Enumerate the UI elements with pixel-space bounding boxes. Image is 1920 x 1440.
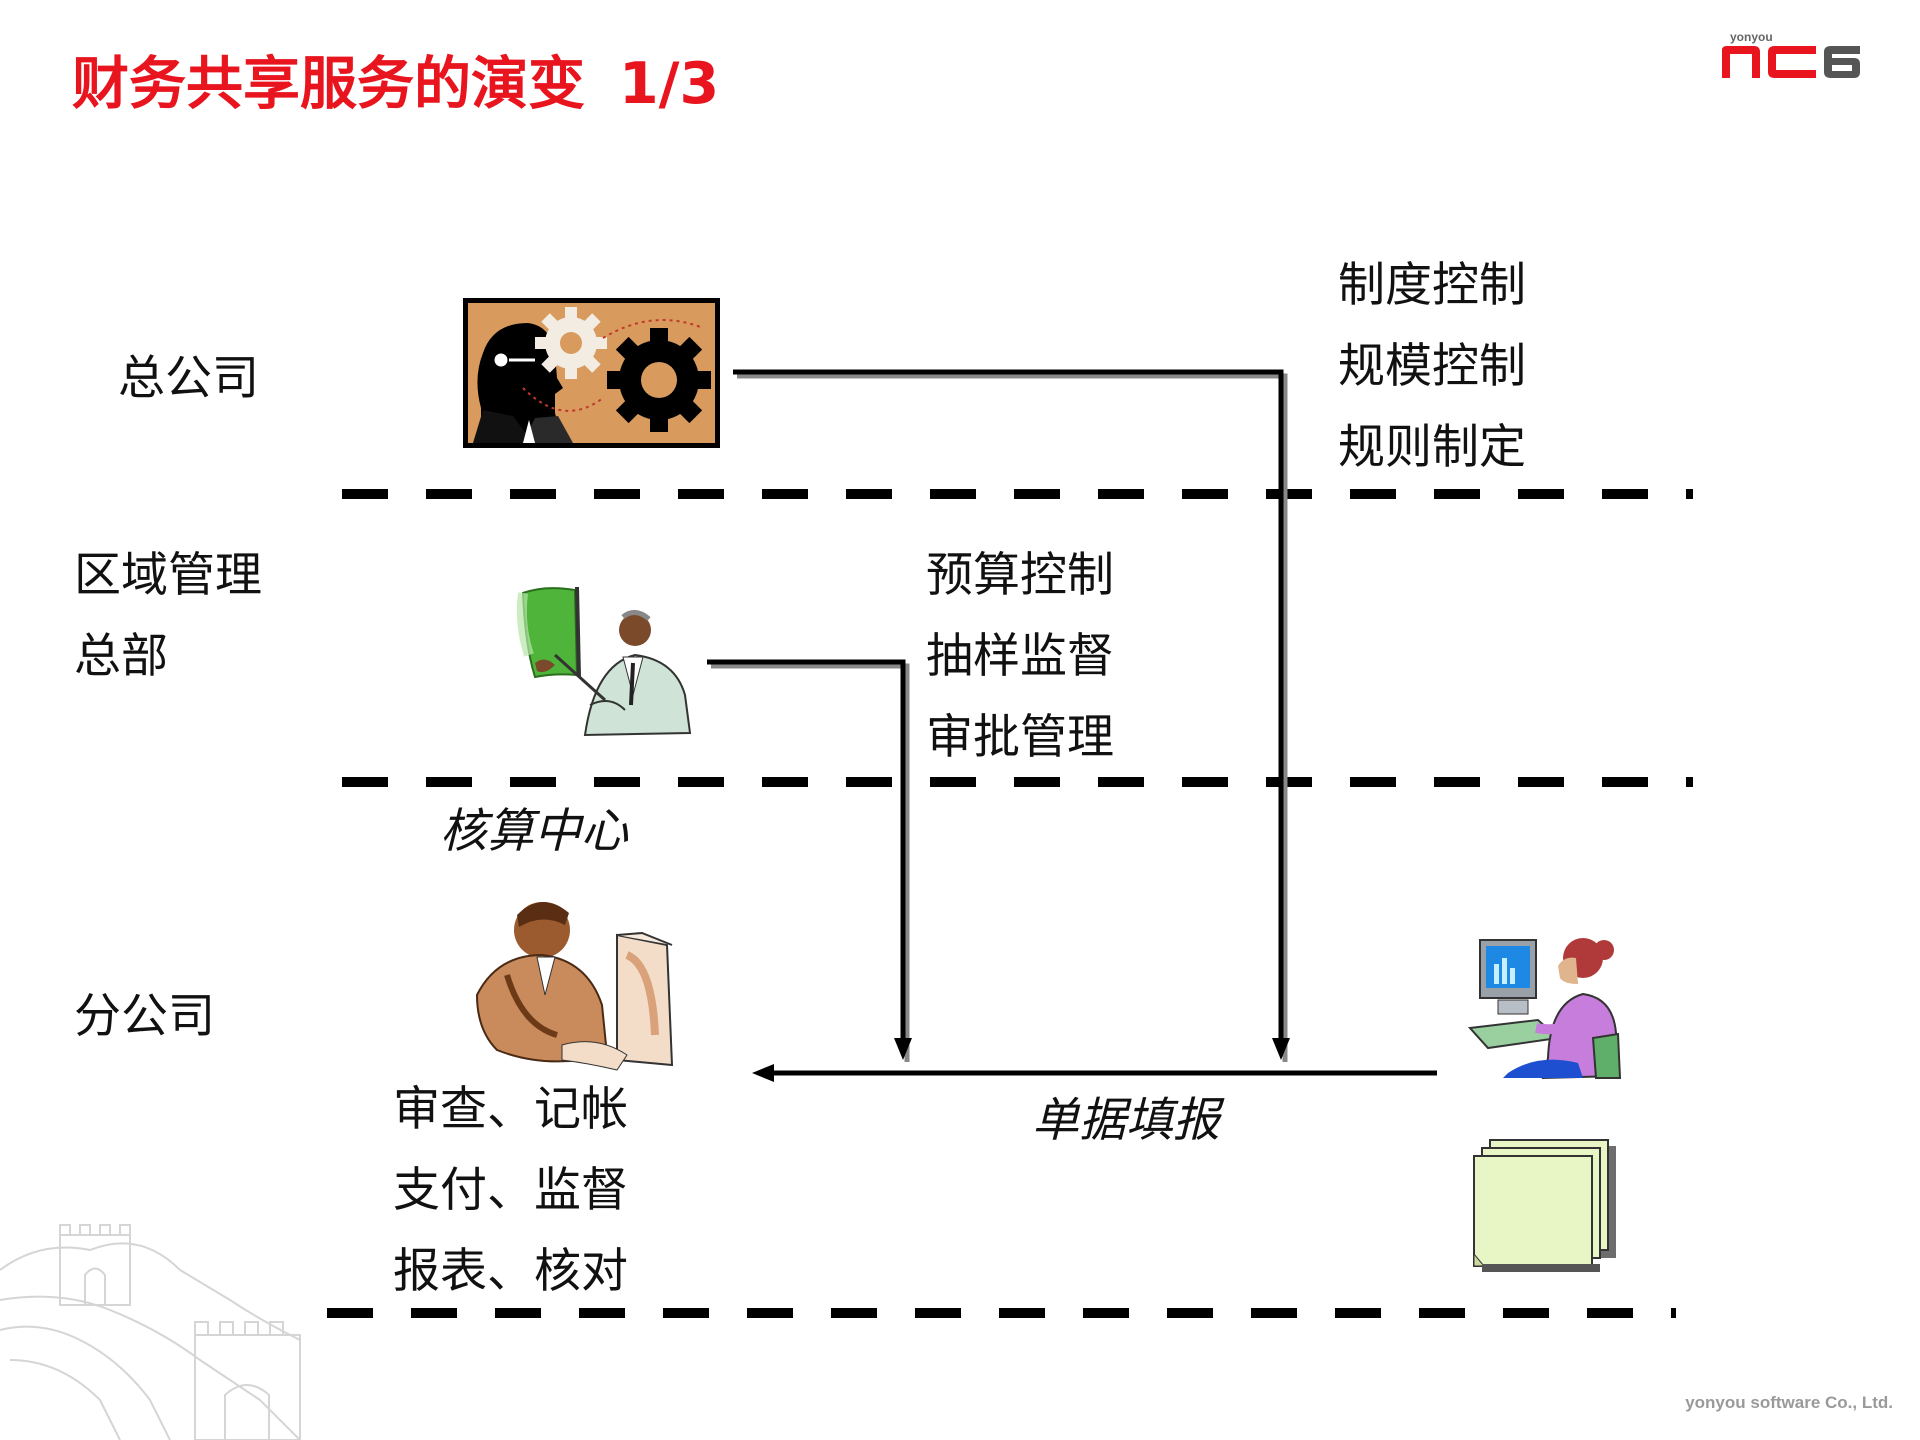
level-label-headquarters: 总公司 <box>118 351 259 406</box>
hq-control-arrow <box>733 369 1290 1062</box>
nc6-logo: yonyou <box>1720 30 1900 86</box>
slide-title: 财务共享服务的演变 1/3 <box>72 38 719 120</box>
document-flow-label: 单据填报 <box>1032 1093 1220 1148</box>
hq-control-item: 规则制定 <box>1338 420 1526 475</box>
level-label-regional-line2: 总部 <box>74 629 168 684</box>
document-flow-arrow <box>752 1064 1437 1082</box>
regional-control-item: 抽样监督 <box>926 629 1114 684</box>
hq-control-item: 规模控制 <box>1338 339 1526 394</box>
gears-thinker-icon <box>463 298 720 448</box>
title-number: 1/3 <box>619 51 720 117</box>
hq-control-item: 制度控制 <box>1338 258 1526 313</box>
presenter-icon <box>516 586 692 737</box>
branch-task-item: 报表、核对 <box>393 1244 628 1299</box>
level-label-regional-line1: 区域管理 <box>74 548 262 603</box>
regional-control-item: 预算控制 <box>926 548 1114 603</box>
branch-task-item: 审查、记帐 <box>393 1082 628 1137</box>
accountant-at-computer-icon <box>475 901 674 1071</box>
footer-company: yonyou software Co., Ltd. <box>1685 1393 1893 1412</box>
branch-task-item: 支付、监督 <box>393 1163 628 1218</box>
title-text: 财务共享服务的演变 <box>72 51 585 117</box>
logo-brand-small: yonyou <box>1730 30 1773 44</box>
great-wall-watermark-icon <box>0 1224 301 1440</box>
woman-at-computer-icon <box>1467 938 1622 1080</box>
level-label-branch: 分公司 <box>74 989 215 1044</box>
regional-control-item: 审批管理 <box>926 710 1114 765</box>
document-stack-icon <box>1473 1139 1616 1272</box>
logo-mark-icon <box>1722 46 1860 78</box>
regional-control-arrow <box>707 659 912 1062</box>
accounting-center-label: 核算中心 <box>440 804 628 859</box>
